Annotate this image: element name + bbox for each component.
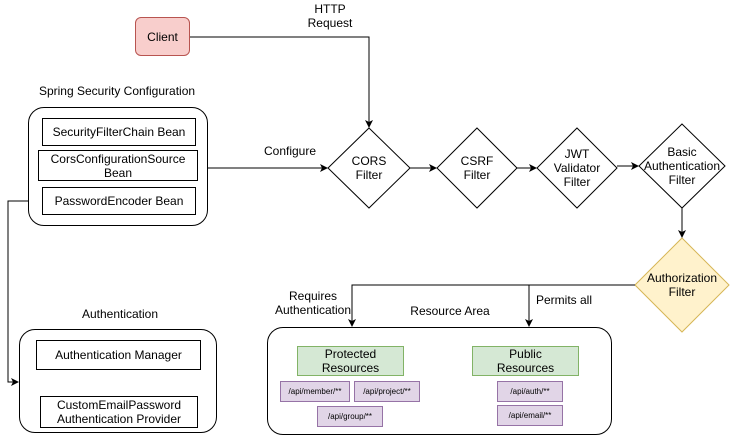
passwordencoder-bean-label: PasswordEncoder Bean [54, 194, 184, 208]
jwt-filter-shape [536, 127, 618, 209]
permits-all-label: Permits all [536, 293, 593, 307]
edge-config-to-authentication [7, 200, 30, 386]
edge-authorization-to-protected [348, 284, 635, 327]
csrf-filter-label: CSRF Filter [460, 154, 494, 182]
corsconfigurationsource-bean: CorsConfigurationSource Bean [38, 150, 198, 181]
public-resources-label: Public Resources [496, 347, 555, 375]
protected-resources: Protected Resources [297, 346, 404, 376]
csrf-filter-shape [436, 127, 518, 209]
endpoint-email: /api/email/** [497, 405, 563, 426]
client-node: Client [135, 17, 190, 56]
authentication-title: Authentication [81, 307, 159, 321]
securityfilterchain-bean-label: SecurityFilterChain Bean [52, 125, 186, 139]
requires-authentication-label: Requires Authentication [274, 289, 352, 317]
endpoint-member: /api/member/** [280, 381, 350, 402]
basic-filter-label: Basic Authentication Filter [643, 145, 721, 187]
securityfilterchain-bean: SecurityFilterChain Bean [42, 118, 196, 146]
authentication-manager: Authentication Manager [36, 340, 201, 370]
passwordencoder-bean: PasswordEncoder Bean [42, 187, 196, 215]
http-request-label: HTTP Request [307, 2, 353, 30]
jwt-filter-label: JWT Validator Filter [553, 147, 601, 189]
endpoint-project: /api/project/** [354, 381, 420, 402]
edge-client-to-cors [190, 36, 373, 128]
endpoint-project-label: /api/project/** [363, 387, 411, 396]
authorization-filter-label: Authorization Filter [646, 271, 718, 299]
endpoint-member-label: /api/member/** [288, 387, 342, 396]
client-label: Client [147, 29, 178, 44]
authentication-manager-label: Authentication Manager [55, 348, 182, 362]
endpoint-auth-label: /api/auth/** [510, 387, 550, 396]
corsconfigurationsource-bean-label: CorsConfigurationSource Bean [50, 151, 186, 180]
configure-label: Configure [263, 144, 317, 158]
endpoint-email-label: /api/email/** [508, 411, 552, 420]
cors-filter-shape [327, 127, 411, 209]
cors-filter-label: CORS Filter [351, 154, 387, 182]
authorization-filter-shape [634, 237, 730, 333]
resource-area-title: Resource Area [410, 304, 490, 318]
endpoint-group: /api/group/** [317, 406, 383, 427]
protected-resources-label: Protected Resources [321, 347, 380, 375]
endpoint-group-label: /api/group/** [327, 412, 373, 421]
public-resources: Public Resources [472, 346, 579, 376]
config-title: Spring Security Configuration [38, 84, 196, 98]
authentication-provider: CustomEmailPassword Authentication Provi… [40, 396, 198, 428]
authentication-provider-label: CustomEmailPassword Authentication Provi… [56, 398, 182, 426]
endpoint-auth: /api/auth/** [497, 381, 563, 402]
